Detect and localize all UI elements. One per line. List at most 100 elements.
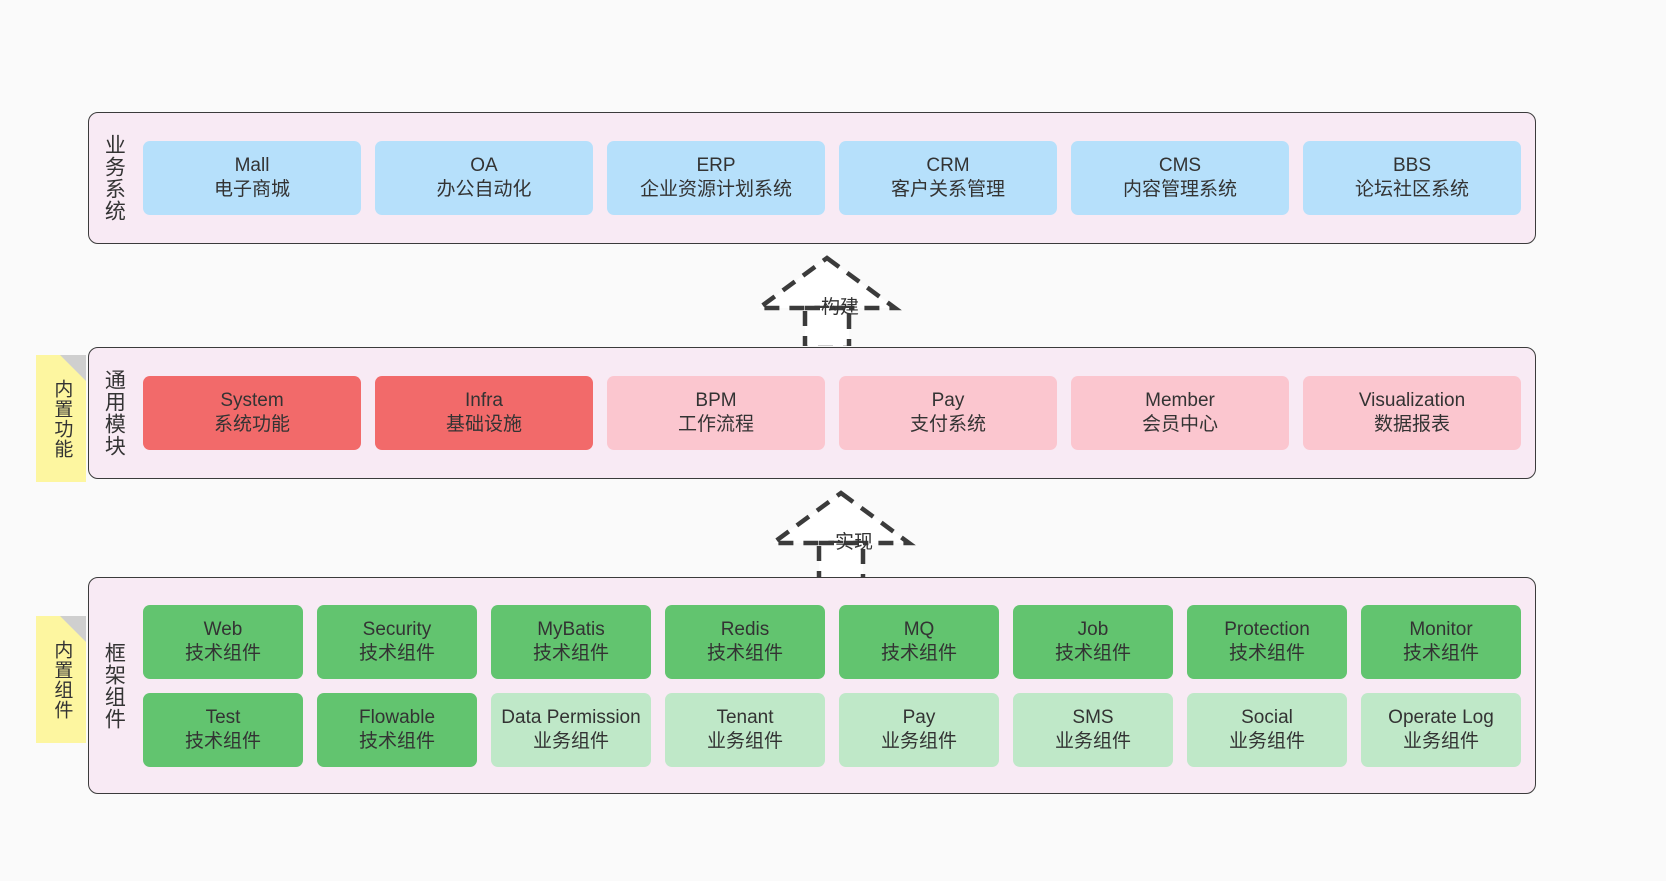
node-desc: 办公自动化	[436, 179, 532, 200]
node-name: Data Permission	[501, 706, 641, 728]
node-desc: 技术组件	[706, 642, 783, 664]
node-name: Social	[1241, 706, 1293, 728]
node-name: Pay	[931, 390, 965, 412]
node-desc: 技术组件	[184, 642, 261, 664]
node-name: Infra	[464, 390, 504, 412]
node-desc: 内容管理系统	[1122, 179, 1237, 200]
node-desc: 业务组件	[880, 730, 957, 752]
node-desc: 技术组件	[184, 730, 261, 752]
node-desc: 系统功能	[213, 414, 290, 435]
node-name: Security	[362, 618, 432, 640]
framework-components-layer-title: 框架组件	[102, 641, 126, 730]
builtin-component-note: 内置组件	[36, 616, 86, 743]
node-name: Protection	[1224, 618, 1310, 640]
node-desc: 技术组件	[358, 730, 435, 752]
node-desc: 技术组件	[1054, 642, 1131, 664]
node-name: System	[220, 390, 284, 412]
node-name: MyBatis	[537, 618, 605, 640]
node-desc: 数据报表	[1373, 414, 1450, 435]
node-name: MQ	[903, 618, 935, 640]
node-desc: 企业资源计划系统	[639, 179, 792, 200]
node-desc: 业务组件	[1228, 730, 1305, 752]
node-name: BPM	[695, 390, 737, 412]
builtin-feature-note: 内置功能	[36, 355, 86, 482]
implement-relation-arrow: 实现	[766, 487, 916, 586]
node-name: Flowable	[358, 706, 436, 728]
node-name: Member	[1145, 390, 1215, 412]
node-name: Job	[1077, 618, 1109, 640]
node-name: Visualization	[1358, 390, 1466, 412]
builtin-component-note-label: 内置组件	[51, 639, 73, 720]
node-desc: 业务组件	[532, 730, 609, 752]
node-name: Test	[205, 706, 241, 728]
note-fold-corner-icon	[60, 355, 86, 381]
node-desc: 工作流程	[677, 414, 754, 435]
builtin-feature-note-label: 内置功能	[51, 378, 73, 459]
node-name: Pay	[902, 706, 936, 728]
node-desc: 电子商城	[213, 179, 290, 200]
note-fold-corner-icon	[60, 616, 86, 642]
node-desc: 技术组件	[1402, 642, 1479, 664]
implement-arrow-label: 实现	[835, 532, 874, 553]
node-desc: 技术组件	[532, 642, 609, 664]
node-name: ERP	[696, 155, 736, 177]
node-name: OA	[470, 155, 498, 177]
node-desc: 论坛社区系统	[1354, 179, 1469, 200]
node-name: Redis	[720, 618, 770, 640]
common-modules-layer-title: 通用模块	[102, 369, 126, 457]
implement-arrow-glyph	[766, 490, 916, 586]
node-desc: 支付系统	[909, 414, 986, 435]
build-arrow-label: 构建	[821, 297, 860, 318]
node-desc: 会员中心	[1141, 414, 1218, 435]
node-desc: 业务组件	[1402, 730, 1479, 752]
node-desc: 业务组件	[706, 730, 783, 752]
build-relation-arrow: 构建	[752, 252, 902, 351]
node-name: CRM	[926, 155, 970, 177]
node-desc: 客户关系管理	[890, 179, 1005, 200]
node-name: Tenant	[716, 706, 774, 728]
node-name: Monitor	[1409, 618, 1473, 640]
node-name: CMS	[1158, 155, 1202, 177]
node-name: Web	[203, 618, 243, 640]
node-desc: 技术组件	[358, 642, 435, 664]
node-name: Mall	[234, 155, 270, 177]
node-desc: 业务组件	[1054, 730, 1131, 752]
